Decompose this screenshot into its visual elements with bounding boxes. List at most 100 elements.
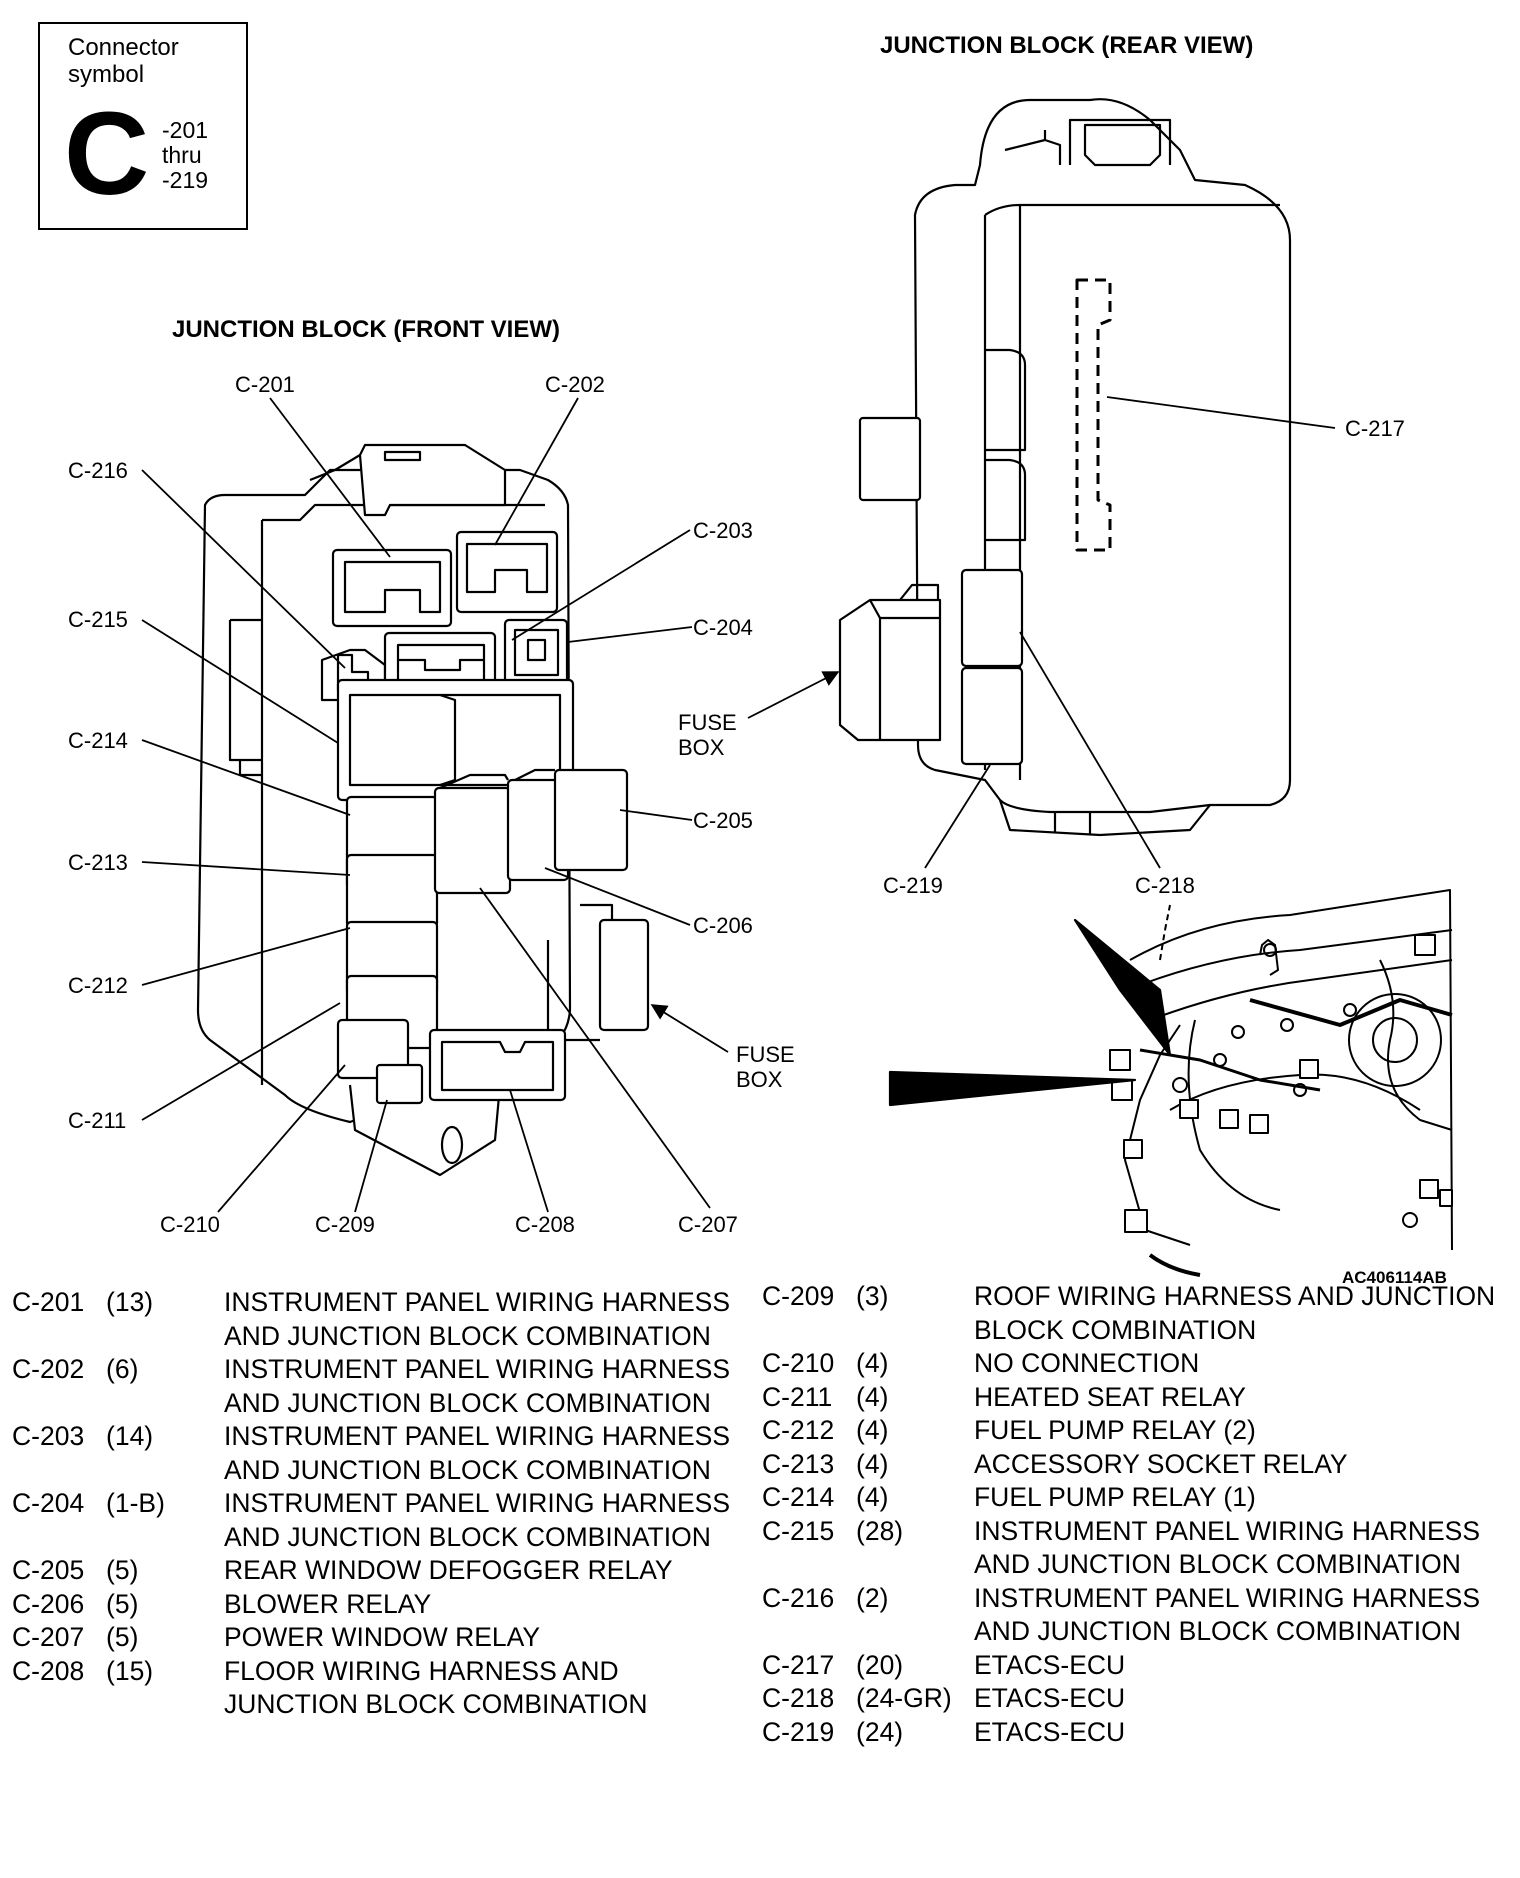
legend-code: C-205 (12, 1555, 85, 1585)
legend-description: INSTRUMENT PANEL WIRING HARNESS AND JUNC… (974, 1515, 1481, 1580)
range-thru: thru (162, 142, 202, 168)
callout-c203: C-203 (693, 518, 753, 543)
legend-description: BLOWER RELAY (224, 1588, 432, 1619)
legend-code: C-211 (762, 1381, 833, 1412)
legend-description: ROOF WIRING HARNESS AND JUNCTION BLOCK C… (974, 1281, 1496, 1345)
callout-c219: C-219 (883, 873, 943, 898)
legend-description: ACCESSORY SOCKET RELAY (974, 1448, 1348, 1479)
connector-symbol-title: Connector symbol (68, 34, 179, 88)
legend-row: C-207 (5) POWER WINDOW RELAY (12, 1621, 732, 1655)
legend-pins: (5) (106, 1555, 139, 1585)
callout-c211: C-211 (68, 1108, 126, 1133)
legend-code: C-204 (12, 1488, 85, 1518)
legend-code: C-212 (762, 1415, 835, 1445)
legend-pins: (1-B) (106, 1488, 165, 1518)
legend-pins: (24) (856, 1716, 904, 1747)
dashboard-location-view (1109, 889, 1453, 1277)
callout-c201: C-201 (235, 372, 295, 397)
callout-c210: C-210 (160, 1212, 220, 1237)
legend-row: C-214 (4) FUEL PUMP RELAY (1) (762, 1481, 1512, 1515)
legend-code: C-215 (762, 1515, 835, 1546)
legend-description: POWER WINDOW RELAY (224, 1622, 541, 1652)
legend-description: INSTRUMENT PANEL WIRING HARNESS AND JUNC… (224, 1354, 731, 1418)
legend-code: C-214 (762, 1482, 835, 1512)
callout-c208: C-208 (515, 1212, 575, 1237)
legend-pins: (28) (856, 1515, 904, 1546)
legend-row: C-211 (4) HEATED SEAT RELAY (762, 1381, 1512, 1415)
location-pointer-lower (888, 1070, 1137, 1107)
connector-symbol-box: Connector symbol C -201 thru -219 (38, 22, 248, 230)
legend-left-column: C-201 (13) INSTRUMENT PANEL WIRING HARNESS… (12, 1286, 732, 1722)
legend-row: C-212 (4) FUEL PUMP RELAY (2) (762, 1414, 1512, 1448)
legend-description: ETACS-ECU (974, 1716, 1126, 1747)
range-start: -201 (162, 117, 209, 143)
legend-code: C-201 (12, 1287, 85, 1317)
connector-symbol-letter: C (64, 88, 150, 220)
legend-row: C-206 (5) BLOWER RELAY (12, 1588, 732, 1622)
legend-row: C-210(4)NO CONNECTION (762, 1347, 1512, 1381)
callout-c205: C-205 (693, 808, 753, 833)
location-pointer-upper (1073, 918, 1172, 1057)
legend-pins: (6) (106, 1354, 139, 1384)
legend-code: C-202 (12, 1354, 85, 1384)
legend-description: REAR WINDOW DEFOGGER RELAY (224, 1555, 673, 1585)
legend-row: C-203(14)INSTRUMENT PANEL WIRING HARNESS… (12, 1420, 732, 1487)
legend-pins: (14) (106, 1421, 154, 1451)
legend-row: C-216(2)INSTRUMENT PANEL WIRING HARNESS … (762, 1582, 1512, 1649)
legend-row: C-219(24)ETACS-ECU (762, 1716, 1512, 1750)
figure-id: AC406114AB (1342, 1268, 1447, 1287)
legend-pins: (4) (856, 1482, 889, 1512)
legend-pins: (5) (106, 1588, 139, 1619)
callout-c217: C-217 (1345, 416, 1405, 441)
junction-block-diagram: C-201 C-202 C-203 C-204 C-205 C-206 C-20… (68, 98, 1453, 1287)
legend-pins: (4) (856, 1415, 889, 1445)
legend-description: ETACS-ECU (974, 1683, 1126, 1713)
legend-pins: (4) (856, 1381, 889, 1412)
legend-code: C-209 (762, 1281, 835, 1311)
legend-description: HEATED SEAT RELAY (974, 1381, 1246, 1412)
callout-c215: C-215 (68, 607, 128, 632)
legend-description: FUEL PUMP RELAY (2) (974, 1415, 1256, 1445)
legend-pins: (13) (106, 1287, 154, 1317)
legend-row: C-218(24-GR)ETACS-ECU (762, 1682, 1512, 1716)
legend-code: C-206 (12, 1588, 85, 1619)
legend-description: FUEL PUMP RELAY (1) (974, 1482, 1256, 1512)
fuse-box-front-line1: FUSE (736, 1042, 795, 1067)
legend-code: C-207 (12, 1622, 85, 1652)
legend-pins: (2) (856, 1582, 889, 1613)
legend-description: FLOOR WIRING HARNESS AND JUNCTION BLOCK … (224, 1655, 648, 1720)
legend-row: C-202 (6) INSTRUMENT PANEL WIRING HARNESS … (12, 1353, 732, 1420)
rear-view-heading: JUNCTION BLOCK (REAR VIEW) (880, 32, 1254, 59)
front-view-block (196, 443, 650, 1177)
legend-row: C-201 (13) INSTRUMENT PANEL WIRING HARNESS… (12, 1286, 732, 1353)
legend-row: C-208 (15) FLOOR WIRING HARNESS AND JUNCTI… (12, 1655, 732, 1722)
legend-code: C-216 (762, 1582, 835, 1613)
legend-code: C-213 (762, 1448, 835, 1479)
fuse-box-rear-line1: FUSE (678, 710, 737, 735)
legend-description: ETACS-ECU (974, 1649, 1126, 1680)
legend-row: C-213(4)ACCESSORY SOCKET RELAY (762, 1448, 1512, 1482)
legend-row: C-215 (28) INSTRUMENT PANEL WIRING HARNESS… (762, 1515, 1512, 1582)
callout-c204: C-204 (693, 615, 753, 640)
legend-code: C-208 (12, 1655, 85, 1686)
legend-code: C-210 (762, 1348, 835, 1378)
legend-pins: (24-GR) (856, 1683, 952, 1713)
callout-c207: C-207 (678, 1212, 738, 1237)
callout-c213: C-213 (68, 850, 128, 875)
legend-row: C-209 (3) ROOF WIRING HARNESS AND JUNCTION… (762, 1280, 1512, 1347)
legend-description: INSTRUMENT PANEL WIRING HARNESS AND JUNC… (224, 1421, 731, 1485)
legend-pins: (20) (856, 1649, 904, 1680)
legend-row: C-205 (5) REAR WINDOW DEFOGGER RELAY (12, 1554, 732, 1588)
callout-c209: C-209 (315, 1212, 375, 1237)
callout-leaders (141, 396, 1336, 1213)
callout-c202: C-202 (545, 372, 605, 397)
connector-symbol-range: -201 thru -219 (162, 118, 232, 193)
callout-c218: C-218 (1135, 873, 1195, 898)
legend-pins: (3) (856, 1281, 889, 1311)
legend-description: INSTRUMENT PANEL WIRING HARNESS AND JUNC… (224, 1287, 731, 1351)
callout-c216: C-216 (68, 458, 128, 483)
legend-pins: (5) (106, 1622, 139, 1652)
front-view-heading: JUNCTION BLOCK (FRONT VIEW) (172, 316, 560, 343)
legend-pins: (15) (106, 1655, 154, 1686)
legend-code: C-217 (762, 1649, 835, 1680)
